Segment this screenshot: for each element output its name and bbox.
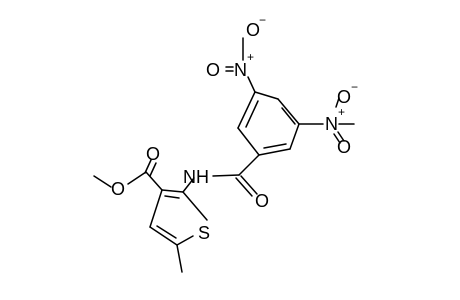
bond: [254, 91, 279, 100]
double-bond: [337, 131, 345, 142]
bond: [176, 244, 183, 273]
right-nitro-group: O − N + O: [298, 80, 358, 157]
amide-linker: N H O: [182, 154, 269, 211]
thiophene-ring: S: [149, 189, 210, 246]
bond: [149, 189, 163, 228]
double-bond: [235, 177, 253, 197]
amide-carbonyl-oxygen: O: [255, 191, 269, 211]
nitro-top-oxygen-minus: O: [246, 20, 260, 40]
benzene-ring: [237, 91, 300, 156]
bond: [176, 235, 194, 246]
ester-carbonyl-oxygen: O: [146, 144, 160, 164]
nitro-top-nitrogen: N: [234, 60, 247, 80]
amide-nitrogen: N: [183, 167, 196, 187]
methyl-ester-group: O O: [93, 144, 163, 199]
bond: [127, 171, 147, 185]
bond: [149, 226, 178, 246]
top-nitro-group: O − O N +: [206, 13, 266, 93]
nitro-top-plus-charge: +: [247, 50, 254, 64]
bond: [212, 174, 240, 177]
nitro-right-nitrogen: N: [325, 114, 338, 134]
aromatic-double-bond: [156, 225, 177, 239]
nitro-right-oxygen-minus: O: [337, 87, 351, 107]
bond: [93, 175, 112, 188]
bond: [258, 148, 291, 156]
methyl-group: [176, 244, 183, 273]
bond: [182, 191, 208, 221]
bond: [277, 98, 300, 125]
thiophene-sulfur: S: [198, 223, 210, 243]
bond: [289, 123, 300, 150]
bond: [237, 91, 256, 129]
bond: [145, 171, 163, 191]
double-bond: [240, 175, 258, 195]
bond: [238, 154, 260, 176]
nitro-right-oxygen-double: O: [337, 137, 351, 157]
bond: [182, 177, 195, 193]
aromatic-double-bond: [245, 100, 259, 128]
aromatic-double-bond: [164, 195, 180, 199]
amide-hydrogen: H: [196, 167, 209, 187]
double-bond: [333, 133, 341, 144]
nitro-top-oxygen-double: O: [206, 60, 220, 80]
aromatic-double-bond: [263, 143, 287, 149]
bond: [335, 97, 340, 108]
double-bond: [149, 162, 157, 177]
double-bond: [144, 159, 152, 174]
ester-ether-oxygen: O: [111, 179, 125, 199]
aromatic-double-bond: [281, 107, 296, 125]
bond: [161, 189, 184, 193]
bond: [237, 127, 260, 156]
nitro-right-minus-charge: −: [351, 80, 358, 94]
bond: [247, 76, 256, 93]
nitro-right-plus-charge: +: [338, 105, 345, 119]
nitro-top-minus-charge: −: [259, 13, 266, 27]
